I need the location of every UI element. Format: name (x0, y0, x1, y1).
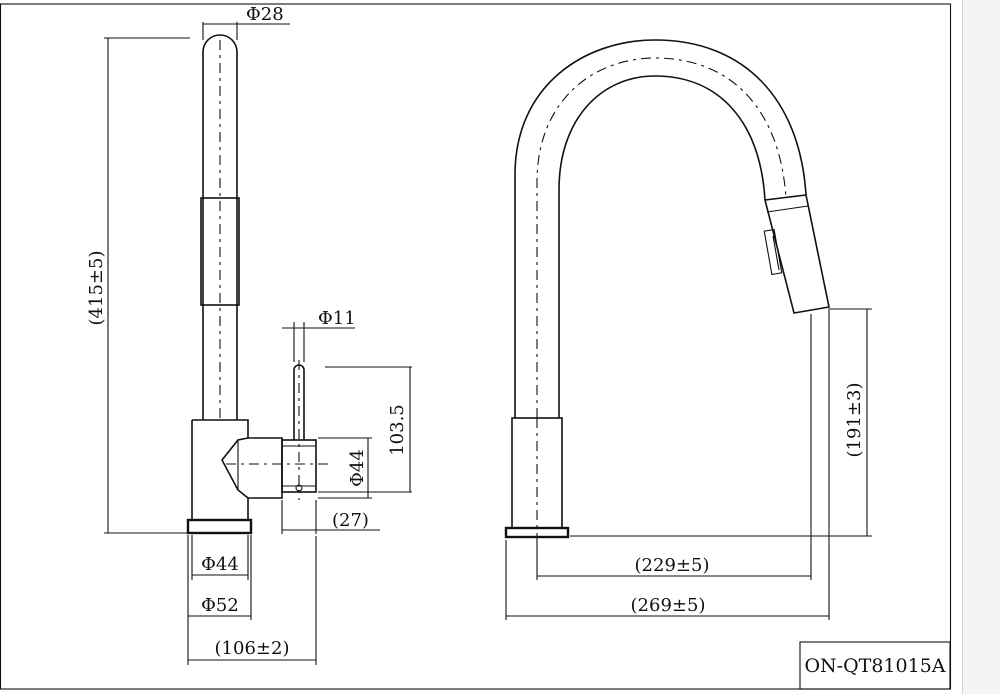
label-handle-height: 103.5 (387, 404, 408, 456)
spray-head (763, 194, 830, 314)
label-height: (415±5) (86, 251, 107, 326)
spout-outer (514, 39, 807, 418)
drawing-frame (0, 3, 952, 690)
label-body-dia: Φ44 (347, 449, 368, 487)
base-flange (186, 518, 253, 535)
front-view: (191±3) (229±5) (269±5) (504, 39, 872, 620)
label-base-inner: Φ44 (201, 554, 239, 575)
spout-inner (558, 75, 766, 418)
drawing-code: ON-QT81015A (804, 655, 945, 677)
dim-spout-height: (191±3) (570, 308, 872, 537)
label-reach-outer: (269±5) (631, 595, 706, 616)
dim-tube-dia: Φ28 (202, 4, 290, 40)
label-reach-inner: (229±5) (635, 555, 710, 576)
label-depth: (106±2) (215, 638, 290, 659)
spray-button-line (772, 235, 780, 271)
dim-handle-dia: Φ11 (282, 308, 356, 362)
dim-body-dia: Φ44 (318, 437, 372, 499)
spray-button (763, 228, 783, 276)
label-handle-dia: Φ11 (318, 308, 356, 329)
grip-sleeve (200, 197, 240, 306)
spout-centerline (536, 57, 787, 418)
tube-outline (202, 34, 238, 420)
dim-reach-outer: (269±5) (505, 310, 830, 620)
right-scroll-panel[interactable] (962, 0, 1000, 694)
dim-base-inner: Φ44 (191, 535, 249, 580)
spray-head-joint (766, 205, 809, 213)
label-tube-dia: Φ28 (246, 4, 284, 25)
dim-handle-offset: (27) (281, 500, 380, 534)
dim-handle-height: 103.5 (318, 366, 412, 493)
body-cone (221, 437, 249, 499)
side-view: Φ28 (415±5) Φ11 103.5 Φ44 (86, 4, 412, 665)
faucet-body (191, 419, 249, 521)
dim-base-outer: Φ52 (187, 535, 252, 620)
label-spout-height: (191±3) (844, 383, 865, 458)
side-cylinder (248, 437, 283, 499)
front-base (504, 526, 570, 539)
title-block: ON-QT81015A (799, 641, 951, 690)
dim-height: (415±5) (86, 37, 190, 534)
dim-depth: (106±2) (187, 536, 317, 665)
label-base-outer: Φ52 (201, 595, 239, 616)
label-handle-offset: (27) (332, 510, 369, 531)
dim-reach-inner: (229±5) (536, 314, 812, 580)
